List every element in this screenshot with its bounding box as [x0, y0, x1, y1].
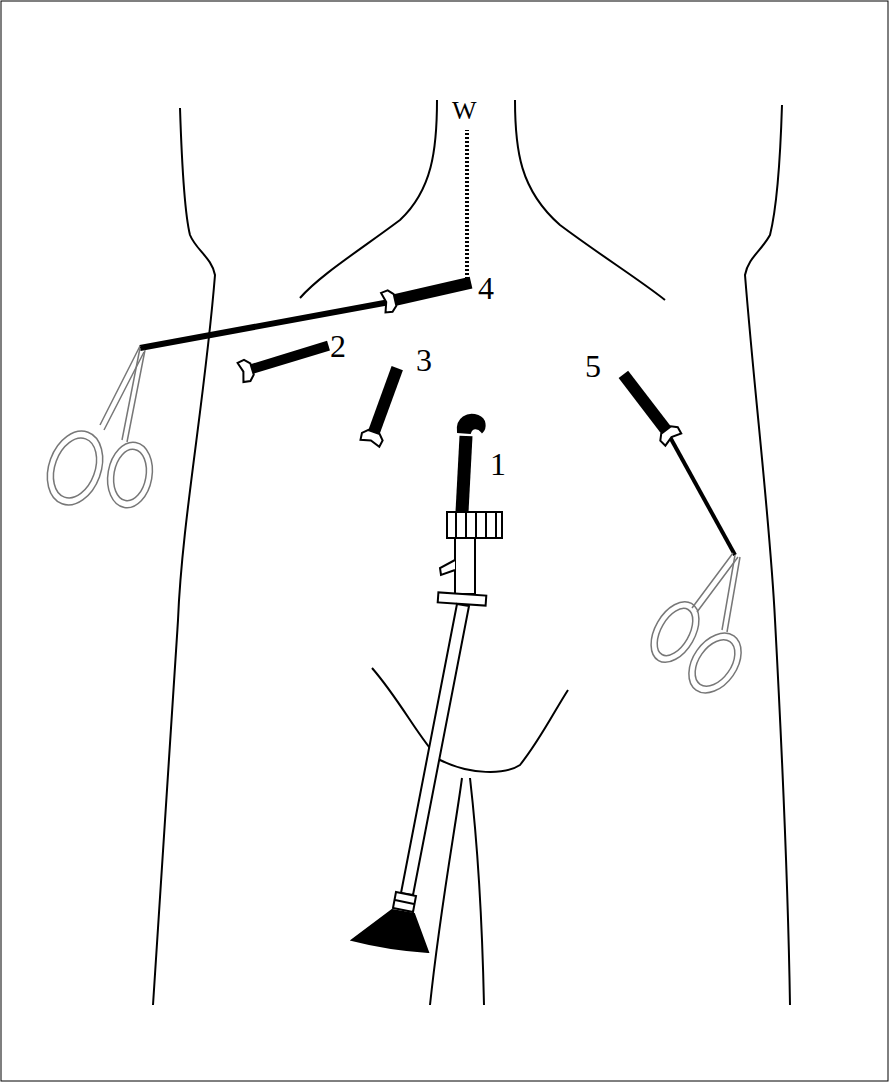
callout-number: 5 [585, 348, 601, 384]
trocar-port [381, 272, 474, 313]
grasper-instrument [641, 428, 752, 703]
callout-number: 4 [478, 270, 494, 306]
callout-letter: W [452, 96, 477, 125]
callout-number-holder: 2 [330, 330, 346, 362]
callout-number: 3 [416, 342, 432, 378]
callout-number: 1 [490, 446, 506, 482]
callout-number: 2 [330, 328, 346, 364]
callout-number-holder: 4 [478, 272, 494, 304]
callout-number-holder: 5 [585, 350, 601, 382]
grasper-instrument [38, 301, 395, 513]
trocar-port [360, 364, 408, 447]
callout-letter-holder: W [452, 98, 477, 124]
trocar-port [237, 335, 331, 383]
callout-number-holder: 3 [416, 344, 432, 376]
suture-line [465, 130, 469, 283]
trocar-port [615, 368, 682, 446]
body-outline [153, 100, 790, 1005]
laparoscope [352, 415, 502, 952]
callout-number-holder: 1 [490, 448, 506, 480]
